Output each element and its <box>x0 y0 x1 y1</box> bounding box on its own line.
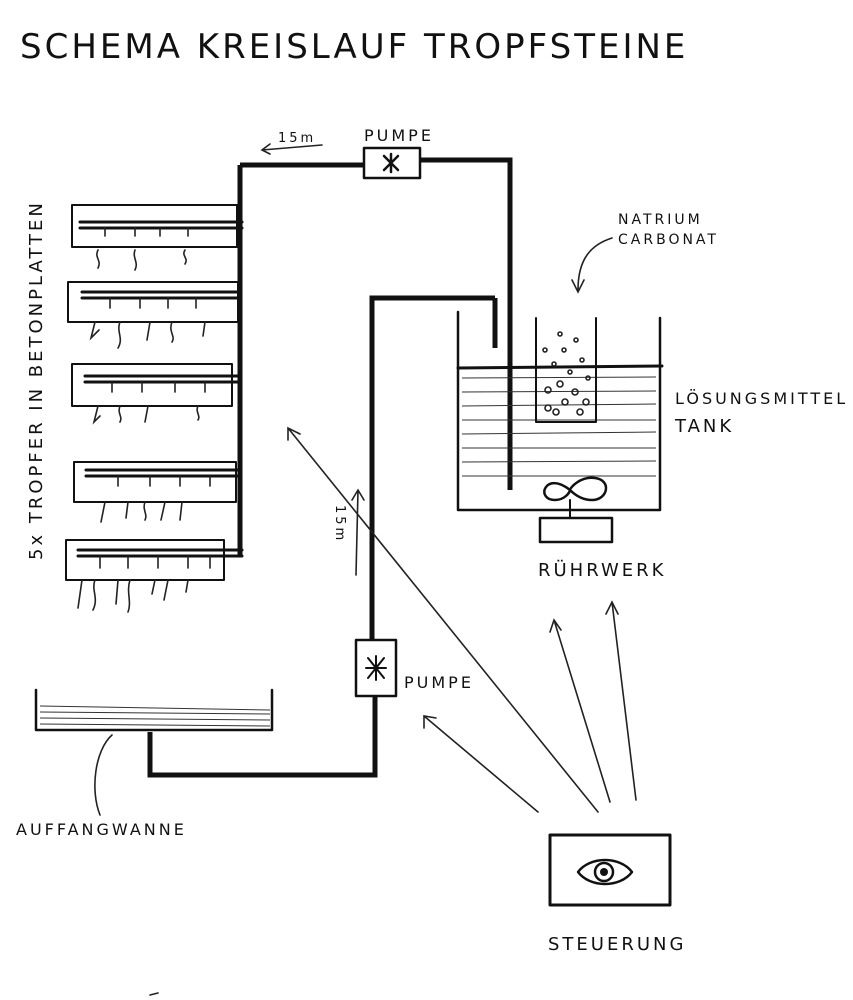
vertical-distance-arrow: 15m <box>332 488 365 576</box>
collection-tray <box>34 688 274 816</box>
pump-top: PUMPE <box>362 126 434 180</box>
dropper-plate-5 <box>65 539 244 613</box>
eye-icon <box>576 858 634 886</box>
tank-label-line-1: LÖSUNGSMITTEL <box>675 389 848 408</box>
control-signal-arrows <box>287 426 637 813</box>
natrium-label-line-1: NATRIUM <box>618 212 703 228</box>
pump-top-label: PUMPE <box>364 126 434 145</box>
fan-icon <box>365 655 387 681</box>
droppers-label: 5x TROPFER IN BETONPLATTEN <box>26 200 47 560</box>
top-distance-arrow: 15m <box>260 131 323 155</box>
solvent-tank <box>456 310 664 544</box>
natrium-label-line-2: CARBONAT <box>618 232 719 248</box>
dropper-plate-2 <box>67 281 242 349</box>
natrium-carbonat-annotation: NATRIUM CARBONAT <box>571 212 719 294</box>
tank-label-line-2: TANK <box>674 416 734 437</box>
pipes <box>147 157 513 778</box>
control-unit <box>548 833 672 907</box>
top-distance-label: 15m <box>278 131 316 146</box>
diagram-title: SCHEMA KREISLAUF TROPFSTEINE <box>20 27 688 67</box>
dropper-plate-4 <box>73 461 242 523</box>
pump-bottom: PUMPE <box>354 638 474 698</box>
tray-label: AUFFANGWANNE <box>16 820 187 839</box>
dropper-plates <box>65 204 244 613</box>
infinity-stirrer-icon <box>538 476 614 544</box>
pump-bottom-label: PUMPE <box>404 673 474 692</box>
fan-icon <box>382 152 400 174</box>
dropper-plate-1 <box>71 204 244 271</box>
carbonate-basket <box>535 317 597 423</box>
paper-mark <box>149 992 159 996</box>
dropper-plate-3 <box>71 363 240 425</box>
vertical-distance-label: 15m <box>332 505 347 543</box>
stirrer-label: RÜHRWERK <box>538 559 666 581</box>
control-label: STEUERUNG <box>548 934 686 955</box>
